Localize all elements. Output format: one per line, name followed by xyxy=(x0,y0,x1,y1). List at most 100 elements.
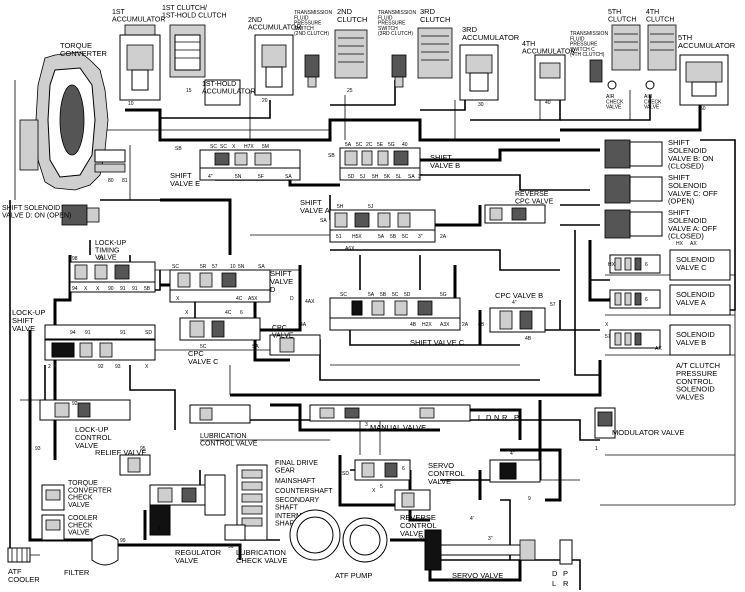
port-label: H5X xyxy=(352,234,362,240)
fourth-clutch xyxy=(647,24,677,71)
port-label: 1 xyxy=(158,526,161,532)
port-label: 93 xyxy=(115,364,121,370)
label-servo-valve: SERVO VALVE xyxy=(452,571,503,580)
port-label: 9 xyxy=(528,496,531,502)
fifth-clutch xyxy=(611,24,641,71)
port-label: 5N xyxy=(235,174,242,180)
shift-solenoid-a xyxy=(604,209,663,239)
port-label: D xyxy=(290,296,294,302)
port-label: SA xyxy=(320,218,327,224)
port-label: 4B xyxy=(410,322,417,328)
port-label: 94 xyxy=(70,330,76,336)
port-label: 57 xyxy=(605,334,611,340)
port-label: 91 xyxy=(85,330,91,336)
port-label: SB xyxy=(328,153,335,159)
port-label: 99 xyxy=(120,538,126,544)
port-label: 51 xyxy=(336,234,342,240)
port-label: 98 xyxy=(72,256,78,262)
port-label: 81 xyxy=(122,178,128,184)
torque-converter xyxy=(19,51,126,191)
atf-pump xyxy=(289,509,388,563)
manual-detent-positions: L D N R P xyxy=(478,413,519,422)
port-label: 4B xyxy=(478,322,485,328)
modulator-valve xyxy=(594,407,616,439)
port-label: 95 xyxy=(140,446,146,452)
manual-pos-d: D xyxy=(486,413,492,422)
solenoid-valve-a xyxy=(609,284,731,316)
port-label: 96 xyxy=(228,544,234,550)
servo-control-valve xyxy=(354,459,411,481)
port-label: 6 xyxy=(645,262,648,268)
port-label: 92 xyxy=(98,364,104,370)
port-label: 6 xyxy=(240,310,243,316)
port-label: SB xyxy=(175,146,182,152)
port-label: 80 xyxy=(108,178,114,184)
cpc-valve-c xyxy=(179,317,261,341)
port-label: A3X xyxy=(440,322,450,328)
port-label: SA xyxy=(258,264,265,270)
port-label: 5C xyxy=(200,344,207,350)
port-label: 5D xyxy=(348,174,355,180)
port-label: 4AX xyxy=(305,299,315,305)
port-label: SD xyxy=(342,471,349,477)
port-label: 5A xyxy=(368,292,375,298)
reverse-cpc-valve xyxy=(484,204,546,224)
port-labels-cpc-c: X 4C 6 5C SA xyxy=(185,310,259,350)
port-label: 91 xyxy=(98,256,104,262)
port-labels-shift-d: SC 5R 57 5N 10 SA X 4C A5X D xyxy=(172,264,294,302)
relief-valve xyxy=(119,454,151,476)
port-label: 4" xyxy=(512,300,517,306)
port-label: 5N xyxy=(238,264,245,270)
port-label: 5K xyxy=(384,174,391,180)
solenoid-valve-b xyxy=(609,324,731,356)
port-label: 92 xyxy=(72,401,78,407)
port-label: 50 xyxy=(700,106,706,112)
port-label: X xyxy=(605,322,609,328)
port-label: 5 xyxy=(380,484,383,490)
manual-pos-p: P xyxy=(514,413,519,422)
thin-passage-lines xyxy=(95,80,736,506)
port-label: 5M xyxy=(262,144,269,150)
port-label: 1 xyxy=(595,446,598,452)
shift-solenoid-d xyxy=(61,204,100,226)
drain-pos-d: D xyxy=(552,569,558,578)
lockup-control-valve xyxy=(39,399,131,421)
first-clutch xyxy=(169,24,241,106)
shift-valve-e xyxy=(199,149,301,181)
port-label: 4A xyxy=(300,322,307,328)
port-label: AX xyxy=(655,346,662,352)
port-label: 5F xyxy=(258,174,264,180)
label-atf-pump: ATF PUMP xyxy=(335,571,372,580)
filter xyxy=(91,534,119,566)
port-label: 4' xyxy=(470,516,474,522)
port-label: 6 xyxy=(402,466,405,472)
shift-solenoid-c xyxy=(604,174,663,204)
port-label: 3" xyxy=(418,174,423,180)
port-label: A5X xyxy=(248,296,258,302)
drain-pos-l: L xyxy=(552,579,556,588)
port-label: SA xyxy=(285,174,292,180)
servo-valve xyxy=(424,529,536,571)
port-label: 5C xyxy=(356,142,363,148)
manual-pos-l: L xyxy=(478,413,482,422)
